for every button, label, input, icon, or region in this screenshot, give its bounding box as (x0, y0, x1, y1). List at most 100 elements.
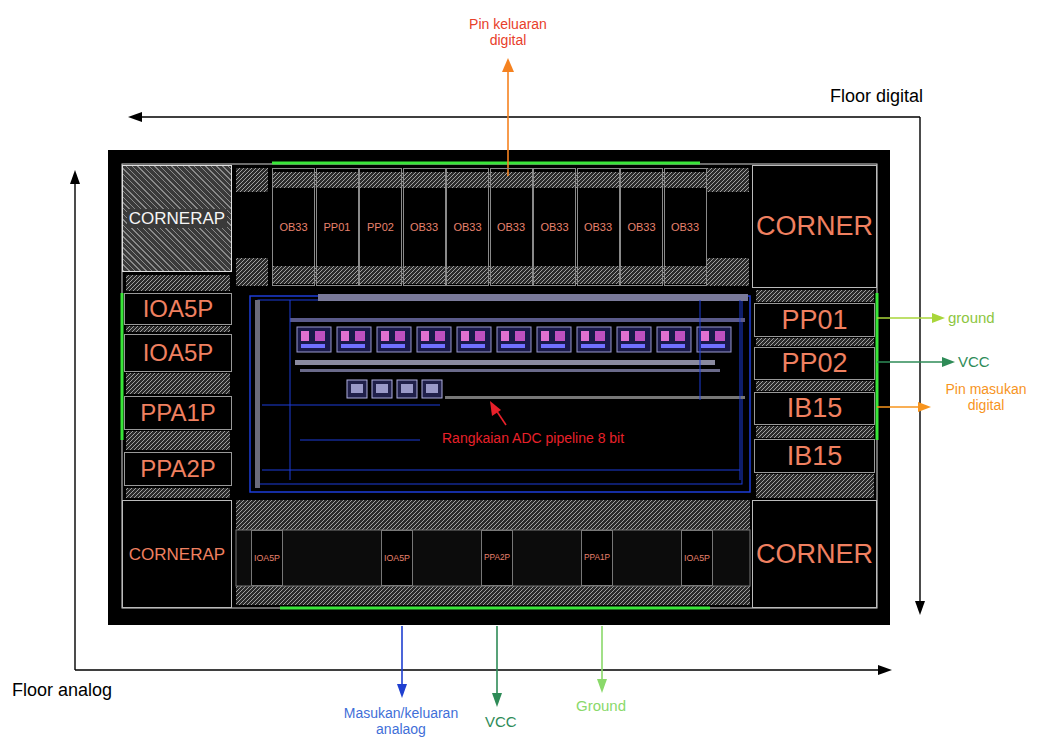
corner-cell: CORNERAP (122, 500, 232, 608)
pad-label: OB33 (497, 222, 525, 233)
pad-cell: OB33 (272, 168, 315, 286)
arrow-head (878, 665, 892, 675)
leader-line (401, 626, 403, 686)
pad-label: PPA1P (140, 401, 216, 425)
arrow-head (918, 402, 931, 412)
arrow-head (70, 170, 80, 184)
pad-cell: IB15 (754, 439, 875, 473)
pad-label: CORNER (756, 213, 873, 240)
leader-line (877, 317, 934, 319)
adc-stage-cells (295, 325, 735, 355)
leader-line (877, 406, 920, 408)
highlight-edge (272, 162, 700, 165)
annotation-label: ground (948, 309, 995, 326)
pad-cell: IOA5P (381, 530, 413, 586)
right-pad-hatching (756, 290, 874, 498)
pad-label: CORNERAP (127, 209, 227, 228)
hatch-block (756, 474, 874, 498)
hatch-block (126, 373, 230, 394)
highlight-edge (876, 293, 879, 440)
annotation-label: Floor digital (830, 86, 923, 107)
pad-label: PP02 (781, 350, 847, 377)
highlight-edge (280, 607, 710, 610)
annotation-label: Rangkaian ADC pipeline 8 bit (440, 430, 626, 446)
pad-label: OB33 (279, 222, 307, 233)
arrow-head (397, 684, 407, 698)
adc-small-cells (345, 378, 445, 400)
pad-cell: IOA5P (124, 334, 232, 372)
pad-cell: PP01 (754, 303, 875, 337)
pad-label: PPA2P (140, 457, 216, 481)
arrow-head (128, 112, 142, 122)
arrow-head (492, 693, 502, 707)
annotation-label: VCC (958, 353, 990, 370)
pad-label: IOA5P (254, 554, 280, 563)
metal-bar (255, 300, 260, 488)
hatch-block (236, 500, 750, 530)
hatch-block (236, 258, 268, 286)
leader-line (877, 361, 944, 363)
metal-bar (295, 360, 715, 365)
pad-cell: PPA2P (124, 452, 232, 486)
pad-label: IOA5P (384, 554, 410, 563)
pad-label: OB33 (410, 222, 438, 233)
pad-cell: OB33 (490, 168, 533, 286)
annotation-label: VCC (485, 713, 517, 730)
pad-label: IOA5P (684, 554, 710, 563)
annotation-label: Pin masukan digital (936, 381, 1036, 413)
pad-label: PP01 (324, 222, 351, 233)
annotation-label: Ground (576, 697, 626, 714)
hatch-block (756, 290, 874, 302)
pad-block (236, 530, 750, 586)
pad-label: PP02 (367, 222, 394, 233)
pad-cell: PPA1P (581, 530, 613, 586)
arrow-head (490, 401, 501, 416)
hatch-block (707, 168, 749, 192)
pad-cell: OB33 (533, 168, 576, 286)
wiring (262, 300, 740, 480)
pad-label: IOA5P (143, 297, 214, 321)
pad-label: PPA2P (484, 554, 510, 562)
core-circuit (250, 294, 750, 492)
pad-label: OB33 (453, 222, 481, 233)
arrow-head (597, 679, 607, 693)
hatch-block (756, 338, 874, 346)
hatch-block (756, 381, 874, 391)
corner-cell: CORNER (752, 500, 877, 608)
pad-cell: PP01 (316, 168, 359, 286)
core-boundary (250, 296, 750, 492)
metal-bar (318, 294, 748, 301)
annotation-label: Masukan/keluaran analaog (336, 705, 466, 737)
floor-axes (70, 112, 925, 675)
pad-label: PP01 (781, 307, 847, 334)
hatch-block (126, 431, 230, 450)
pad-cell: PP02 (359, 168, 402, 286)
left-pad-hatching (126, 275, 230, 498)
pad-cell: OB33 (664, 168, 707, 286)
core-boundary (258, 300, 742, 484)
arrow-head (915, 601, 925, 615)
pad-cell: OB33 (446, 168, 489, 286)
pad-label: PPA1P (584, 554, 610, 562)
arrow-head (502, 58, 514, 72)
pad-cell: OB33 (577, 168, 620, 286)
leader-line (601, 626, 603, 681)
pad-cell: PPA2P (481, 530, 513, 586)
pad-cell: OB33 (403, 168, 446, 286)
hatch-block (756, 426, 874, 438)
pad-cell: IOA5P (681, 530, 713, 586)
hatch-block (707, 258, 749, 286)
pad-cell: OB33 (620, 168, 663, 286)
pad-cell: IB15 (754, 392, 875, 425)
pad-label: CORNER (756, 541, 873, 568)
hatch-block (126, 488, 230, 498)
metal-bar (300, 369, 720, 372)
pad-ring-outline (122, 164, 877, 608)
pad-cell: IOA5P (124, 293, 232, 325)
leader-line (496, 626, 498, 695)
pad-label: OB33 (627, 222, 655, 233)
top-pad-hatching (236, 168, 749, 286)
pad-cell: PP02 (754, 347, 875, 380)
